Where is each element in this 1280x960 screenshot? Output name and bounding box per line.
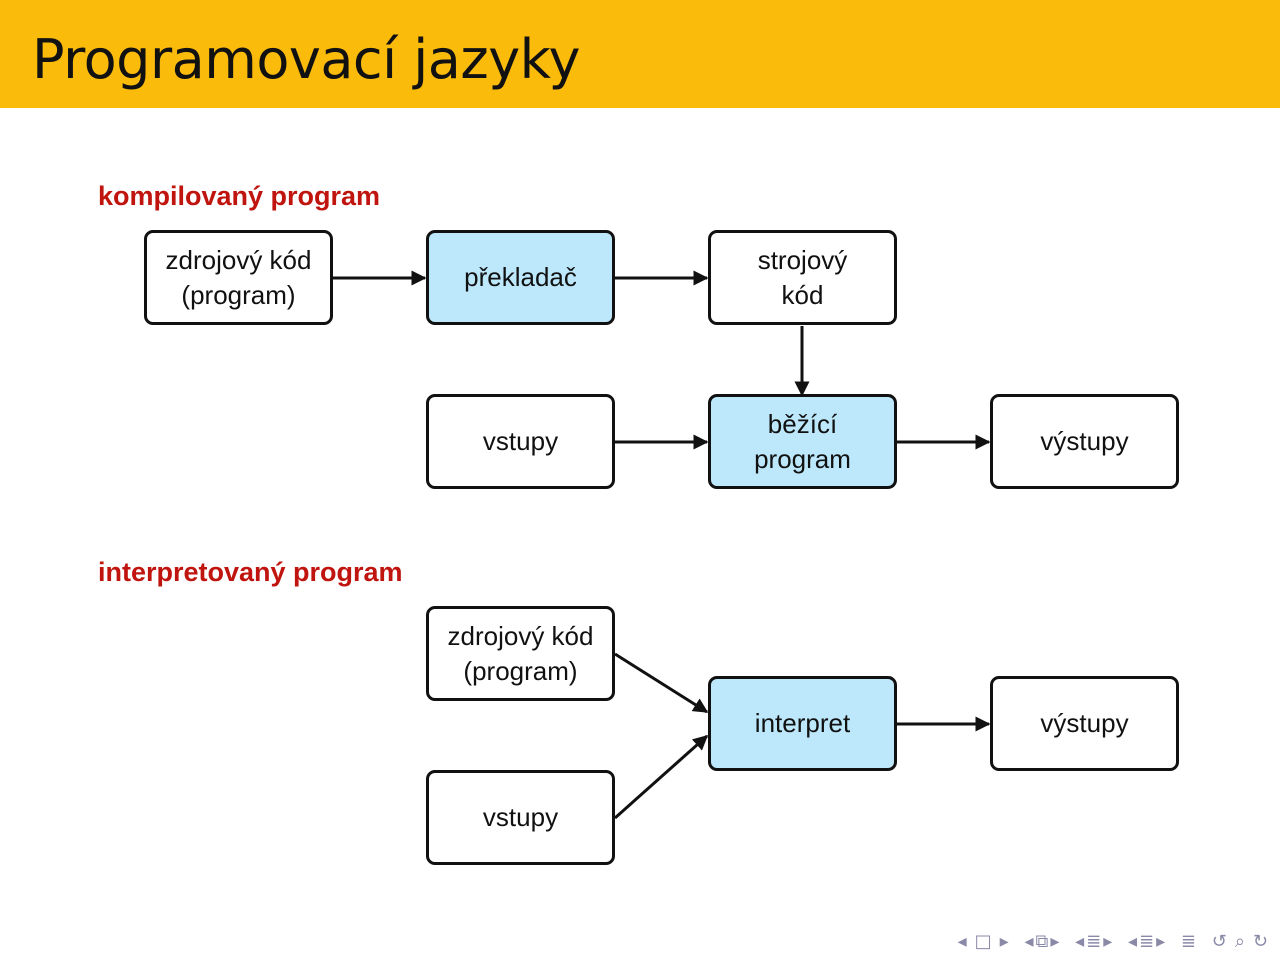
- node-machine-code: strojový kód: [708, 230, 897, 325]
- frame-icon[interactable]: □: [974, 931, 994, 952]
- node-interp-inputs: vstupy: [426, 770, 615, 865]
- node-running-program: běžící program: [708, 394, 897, 489]
- back-icon[interactable]: ↺: [1211, 931, 1229, 952]
- slide-icon[interactable]: ◂≣▸: [1128, 931, 1168, 952]
- section-icon[interactable]: ◂⧉▸: [1024, 931, 1062, 952]
- subsection-icon[interactable]: ◂≣▸: [1075, 931, 1115, 952]
- interpreted-section-label: interpretovaný program: [98, 557, 403, 587]
- node-outputs: výstupy: [990, 394, 1179, 489]
- navigation-bar: ◂□▸ ◂⧉▸ ◂≣▸ ◂≣▸ ≣ ↺⌕↻: [952, 931, 1270, 952]
- node-interp-source-code: zdrojový kód (program): [426, 606, 615, 701]
- compiled-section-label: kompilovaný program: [98, 181, 381, 211]
- node-source-code: zdrojový kód (program): [144, 230, 333, 325]
- forward-icon[interactable]: ↻: [1252, 931, 1270, 952]
- node-inputs: vstupy: [426, 394, 615, 489]
- search-icon[interactable]: ⌕: [1234, 931, 1247, 952]
- title-bar: [0, 0, 1280, 108]
- arrow-right-icon[interactable]: ▸: [999, 931, 1011, 952]
- node-compiler: překladač: [426, 230, 615, 325]
- node-interp-outputs: výstupy: [990, 676, 1179, 771]
- page-title: Programovací jazyky: [32, 28, 580, 91]
- align-icon[interactable]: ≣: [1180, 931, 1198, 952]
- arrow-left-icon[interactable]: ◂: [957, 931, 969, 952]
- edge-iinputs-to-interpreter: [614, 734, 709, 820]
- node-interpreter: interpret: [708, 676, 897, 771]
- edge-isource-to-interpreter: [614, 652, 709, 714]
